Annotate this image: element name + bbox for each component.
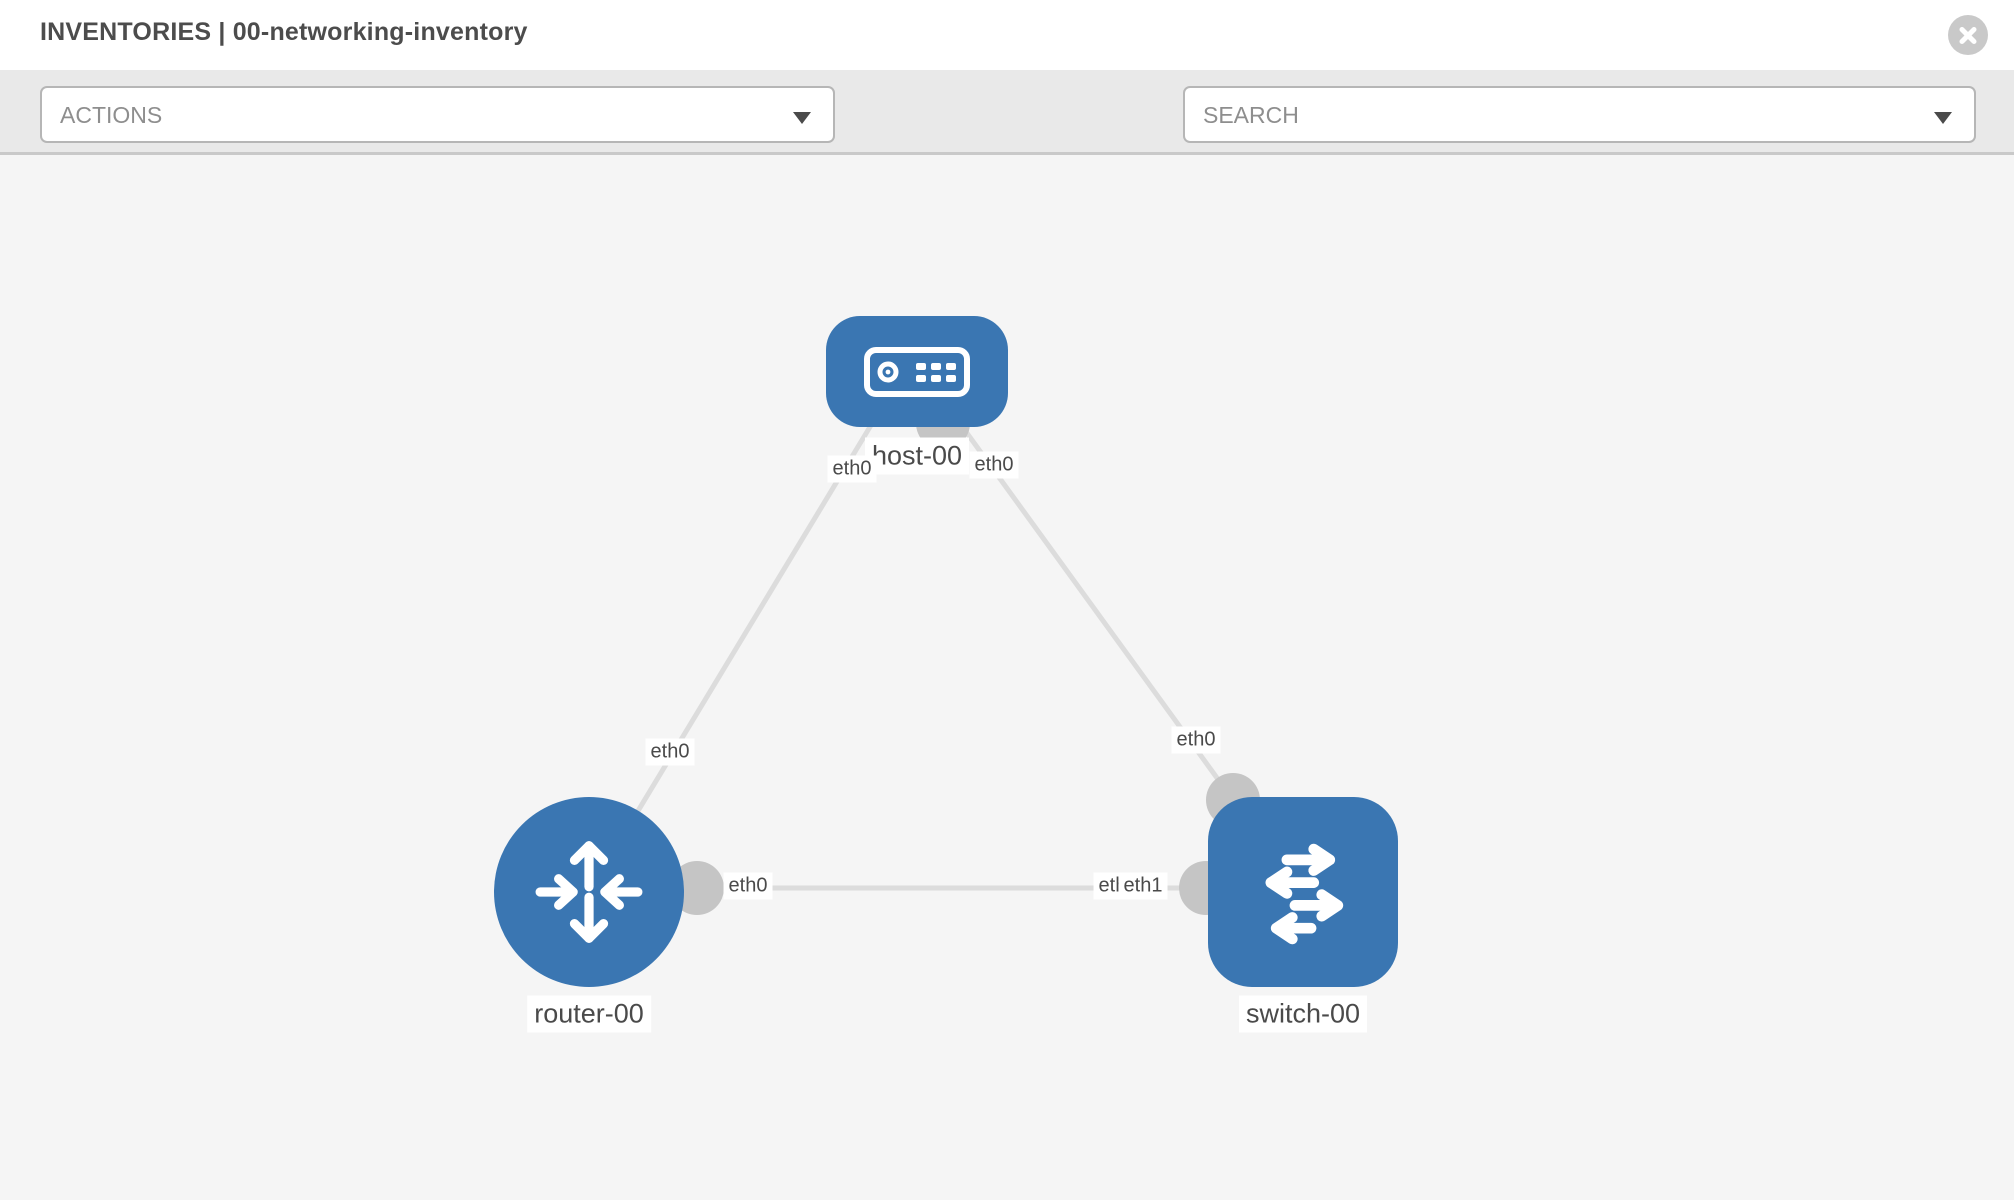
node-host-00[interactable] [826,316,1008,427]
iface-label-router00-eth0-right: eth0 [723,872,773,900]
actions-dropdown[interactable]: ACTIONS [40,86,835,143]
router-icon [535,841,643,943]
node-switch-00[interactable] [1208,797,1398,987]
chevron-down-icon [793,112,811,124]
node-label-switch-00: switch-00 [1238,995,1368,1033]
switch-icon [1265,843,1344,945]
chevron-down-icon [1934,112,1952,124]
header: INVENTORIES | 00-networking-inventory [0,0,2014,70]
links-layer [586,396,1303,915]
search-dropdown[interactable]: SEARCH [1183,86,1976,143]
toolbar: ACTIONS SEARCH [0,70,2014,204]
actions-dropdown-label: ACTIONS [60,102,163,128]
topology-canvas[interactable]: host-00 router-00 switch-00 eth0 eth0 et… [0,155,2014,1200]
iface-label-router00-eth0-uplink: eth0 [645,738,695,766]
page-title: INVENTORIES | 00-networking-inventory [40,18,528,46]
iface-label-host00-eth0-right: eth0 [969,451,1019,479]
host-icon [864,346,970,397]
iface-label-switch00-eth0-top: eth0 [1171,726,1221,754]
node-label-router-00: router-00 [527,995,651,1033]
iface-label-host00-eth0-left: eth0 [827,455,877,483]
node-label-host-00: host-00 [864,437,970,475]
close-button[interactable] [1948,15,1988,55]
node-router-00[interactable] [494,797,684,987]
iface-label-switch00-eth1: eth1 [1118,872,1168,900]
search-dropdown-label: SEARCH [1203,102,1299,128]
